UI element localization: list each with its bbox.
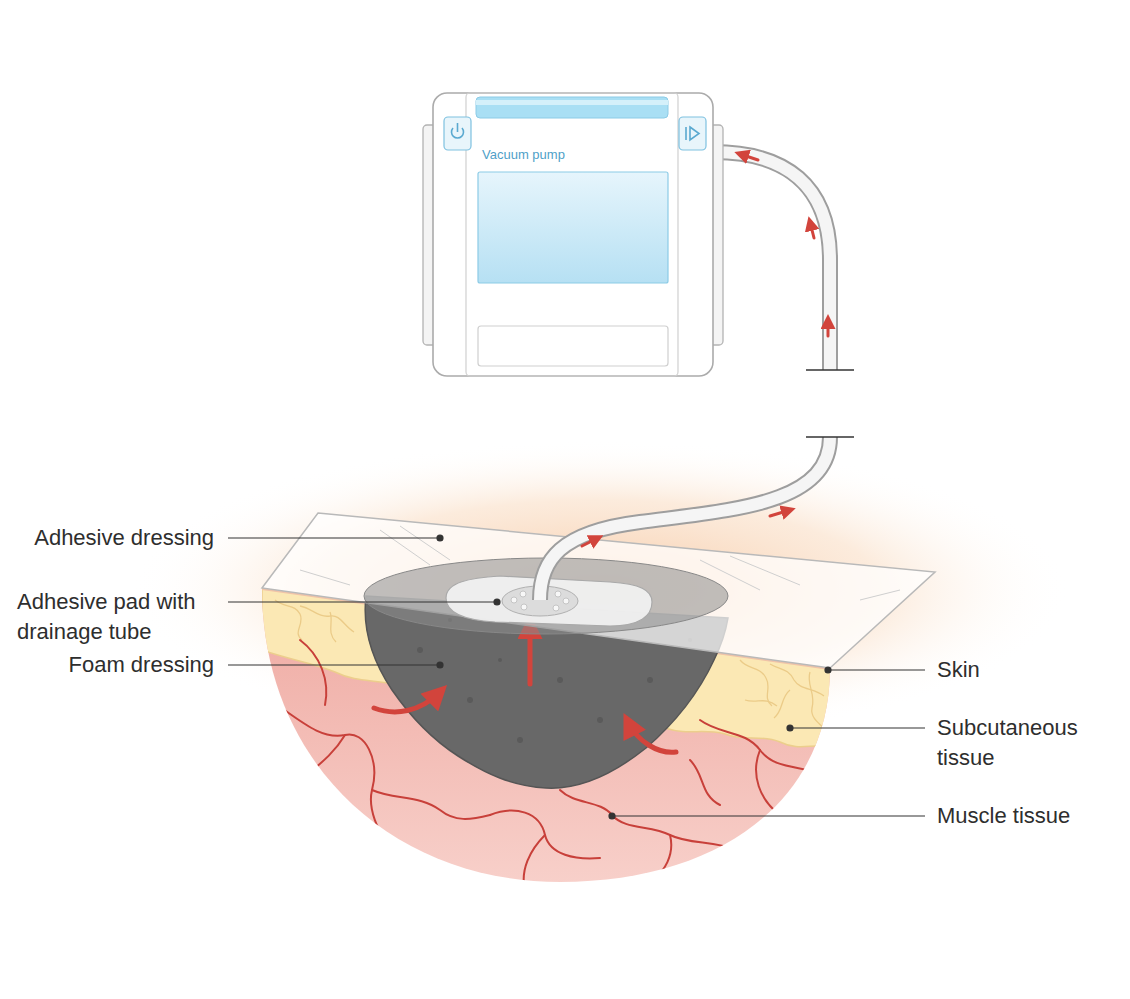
- vacuum-pump: [423, 93, 723, 376]
- drainage-tube: [540, 437, 830, 600]
- part-label: Adhesive dressing: [0, 523, 214, 553]
- part-label: Foam dressing: [0, 650, 214, 680]
- part-label: Skin: [937, 655, 1117, 685]
- leader-lines: [228, 535, 925, 819]
- drainage-tube-inner: [540, 437, 830, 600]
- part-label: Subcutaneous tissue: [937, 713, 1107, 773]
- device-label: Vacuum pump: [482, 147, 565, 163]
- pump-panel: Vacuum pump: [433, 93, 713, 376]
- suction-arrows: [374, 624, 676, 752]
- tube-break: [806, 370, 854, 437]
- pump-tube: [713, 152, 830, 370]
- part-label: Adhesive pad with drainage tube: [17, 587, 222, 647]
- pump-tube-inner: [713, 152, 830, 370]
- part-label: Muscle tissue: [937, 801, 1117, 831]
